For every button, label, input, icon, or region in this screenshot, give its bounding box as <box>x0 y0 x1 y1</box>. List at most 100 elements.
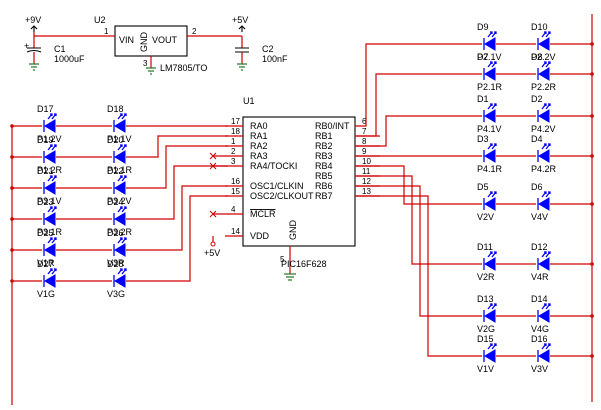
led-ref: D25 <box>37 228 54 238</box>
led-ref: D23 <box>37 197 54 207</box>
mcu-pin-number: 4 <box>231 205 236 214</box>
led-arrow <box>51 144 57 151</box>
led-ref: D15 <box>477 334 494 344</box>
led-arrow <box>491 191 497 198</box>
led-label: V2V <box>477 212 494 222</box>
led-arrow <box>121 237 127 244</box>
vdd-supply-label: +5V <box>204 248 220 258</box>
led-ref: D2 <box>531 94 543 104</box>
led-arrow <box>487 251 493 258</box>
led-label: P2.2V <box>531 52 556 62</box>
led-arrow <box>47 237 53 244</box>
led-arrow <box>541 191 547 198</box>
led-label: P2.1V <box>477 52 502 62</box>
vout-label: +5V <box>232 15 248 25</box>
led-ref: D18 <box>107 104 124 114</box>
led-arrow <box>545 303 551 310</box>
led-route <box>126 145 228 189</box>
c1-plus: + <box>24 41 29 51</box>
led-ref: D7 <box>477 52 489 62</box>
led-label: V3G <box>107 289 125 299</box>
mcu-gnd-pin: 5 <box>280 255 285 264</box>
led-ref: D6 <box>531 182 543 192</box>
led-arrow <box>51 268 57 275</box>
led-arrow <box>491 143 497 150</box>
mcu-pin-name: RB2 <box>315 141 333 151</box>
led-label: V1G <box>37 289 55 299</box>
junction-dot <box>10 155 14 159</box>
mcu-pin-name: MCLR <box>250 209 276 219</box>
mcu-pin-name: RA3 <box>250 151 268 161</box>
led-arrow <box>545 343 551 350</box>
mcu-pin-number: 2 <box>231 147 236 156</box>
led-arrow <box>491 103 497 110</box>
no-connect-mark <box>209 152 217 160</box>
mcu-pin-name: OSC2/CLKOUT <box>250 191 314 201</box>
led-label: P1.1V <box>107 134 132 144</box>
led-route <box>126 185 228 251</box>
led-route <box>126 195 228 282</box>
led-triangle <box>484 67 496 81</box>
led-triangle <box>538 37 550 51</box>
led-triangle <box>114 243 126 257</box>
led-arrow <box>47 144 53 151</box>
led-label: V2G <box>477 324 495 334</box>
led-arrow <box>487 31 493 38</box>
led-arrow <box>541 303 547 310</box>
led-triangle <box>44 212 56 226</box>
led-arrow <box>545 103 551 110</box>
led-ref: D19 <box>37 135 54 145</box>
led-arrow <box>51 206 57 213</box>
mcu-pin-name: OSC1/CLKIN <box>250 181 304 191</box>
led-label: P4.2V <box>531 124 556 134</box>
led-arrow <box>121 268 127 275</box>
led-ref: D13 <box>477 294 494 304</box>
mcu-pin-number: 7 <box>362 127 367 136</box>
junction-dot <box>10 217 14 221</box>
led-triangle <box>114 119 126 133</box>
led-triangle <box>538 309 550 323</box>
junction-dot <box>590 262 594 266</box>
led-triangle <box>484 37 496 51</box>
led-triangle <box>484 309 496 323</box>
led-triangle <box>44 274 56 288</box>
c1-ref: C1 <box>54 44 66 54</box>
junction-dot <box>590 114 594 118</box>
led-ref: D12 <box>531 242 548 252</box>
mcu-pin-number: 14 <box>231 227 240 236</box>
junction-dot <box>10 279 14 283</box>
led-triangle <box>114 274 126 288</box>
led-triangle <box>484 257 496 271</box>
led-arrow <box>47 268 53 275</box>
led-arrow <box>117 175 123 182</box>
mcu-pin-name: RB6 <box>315 181 333 191</box>
led-route <box>355 73 450 137</box>
regulator-vout-label: VOUT <box>152 35 178 45</box>
led-ref: D21 <box>37 166 54 176</box>
led-route <box>355 115 450 147</box>
regulator-gnd-label: GND <box>139 32 149 53</box>
led-route <box>355 165 450 205</box>
led-label: P1.2V <box>37 134 62 144</box>
led-arrow <box>117 206 123 213</box>
mcu-pin-name: RB0/INT <box>315 121 350 131</box>
led-arrow <box>47 113 53 120</box>
led-arrow <box>117 237 123 244</box>
led-triangle <box>114 150 126 164</box>
led-arrow <box>491 251 497 258</box>
led-label: P1.2R <box>37 165 63 175</box>
led-arrow <box>51 113 57 120</box>
c2-ref: C2 <box>262 44 274 54</box>
mcu-pin-number: 15 <box>231 187 240 196</box>
led-route <box>126 165 228 220</box>
led-arrow <box>541 251 547 258</box>
led-label: V3R <box>107 258 125 268</box>
